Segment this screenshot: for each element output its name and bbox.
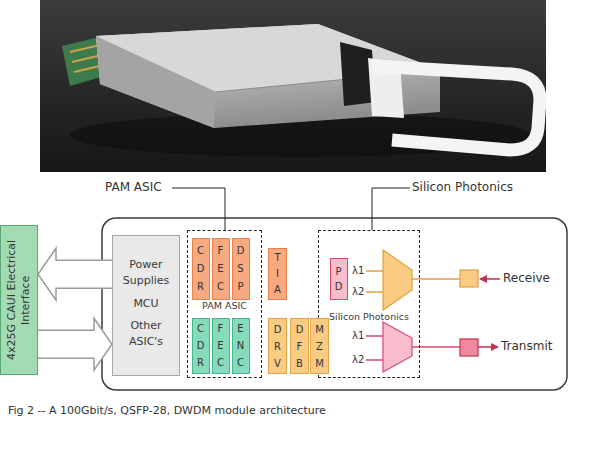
block-label: M Z M — [315, 321, 324, 372]
wavelength-label: λ2 — [352, 284, 364, 299]
wavelength-line — [366, 291, 383, 293]
interface-box: 4x25G CAUI Electrical Interface — [0, 225, 38, 375]
group-label: PAM ASIC — [188, 300, 261, 312]
block-label: C D R — [197, 242, 205, 296]
wavelength-line — [366, 270, 383, 272]
interface-label: 4x25G CAUI Electrical Interface — [5, 230, 33, 370]
leader-line — [172, 188, 225, 230]
receive-arrow — [480, 278, 500, 280]
block-label: D S P — [237, 242, 245, 296]
group-label: Silicon Photonics — [319, 311, 419, 323]
tx-block: F E C — [212, 318, 230, 374]
pull-tab — [372, 66, 540, 150]
transmit-port — [460, 339, 478, 356]
callout-label: PAM ASIC — [105, 180, 162, 195]
demux-shape — [383, 250, 412, 310]
block-arrow — [38, 318, 112, 370]
rx-block: D S P — [232, 238, 250, 300]
driver-block: D R V — [268, 318, 287, 374]
block-label: F E C — [217, 242, 224, 296]
tx-block: C D R — [192, 318, 210, 374]
wavelength-label: λ1 — [352, 263, 364, 278]
photodiode-block: P D — [330, 258, 348, 300]
tx-block: E N C — [232, 318, 250, 374]
amplifier-block: T I A — [268, 248, 287, 300]
port-label: Transmit — [501, 339, 552, 354]
mux-shape — [383, 322, 412, 372]
wavelength-line — [366, 335, 383, 337]
receive-port — [460, 270, 478, 287]
callout-label: Silicon Photonics — [412, 180, 513, 195]
wavelength-label: λ2 — [352, 352, 364, 367]
wavelength-line — [366, 359, 383, 361]
block-label: D R V — [274, 321, 282, 372]
laser-block: D F B — [290, 318, 309, 374]
block-label: D F B — [296, 321, 304, 372]
photo-background — [40, 0, 546, 172]
module-side — [96, 36, 216, 128]
asic-group: PAM ASIC C D R F E C D S P C D R F E C E N C — [187, 230, 262, 378]
block-label: T I A — [274, 250, 281, 298]
support-box: Power SuppliesMCU Other ASIC's — [112, 235, 180, 376]
component-label: Power Supplies — [113, 257, 179, 289]
block-label: C D R — [197, 320, 205, 371]
gold-finger — [72, 55, 102, 62]
rx-block: C D R — [192, 238, 210, 300]
modulator-block: M Z M — [310, 318, 329, 374]
block-arrow — [38, 248, 112, 300]
photonics-group: Silicon Photonics P D — [318, 230, 420, 378]
gold-finger — [70, 45, 100, 52]
block-label: F E C — [217, 320, 224, 371]
block-label: E N C — [237, 320, 244, 371]
rx-block: F E C — [212, 238, 230, 300]
component-label: Other ASIC's — [113, 318, 179, 350]
leader-line — [372, 188, 410, 230]
module-body — [96, 24, 440, 128]
transmit-arrow — [478, 346, 498, 348]
component-label: MCU — [113, 296, 179, 312]
module-outline — [102, 218, 567, 390]
figure-caption: Fig 2 -- A 100Gbit/s, QSFP-28, DWDM modu… — [8, 403, 326, 418]
port-label: Receive — [503, 271, 550, 286]
block-label: P D — [335, 264, 343, 294]
wavelength-label: λ1 — [352, 328, 364, 343]
